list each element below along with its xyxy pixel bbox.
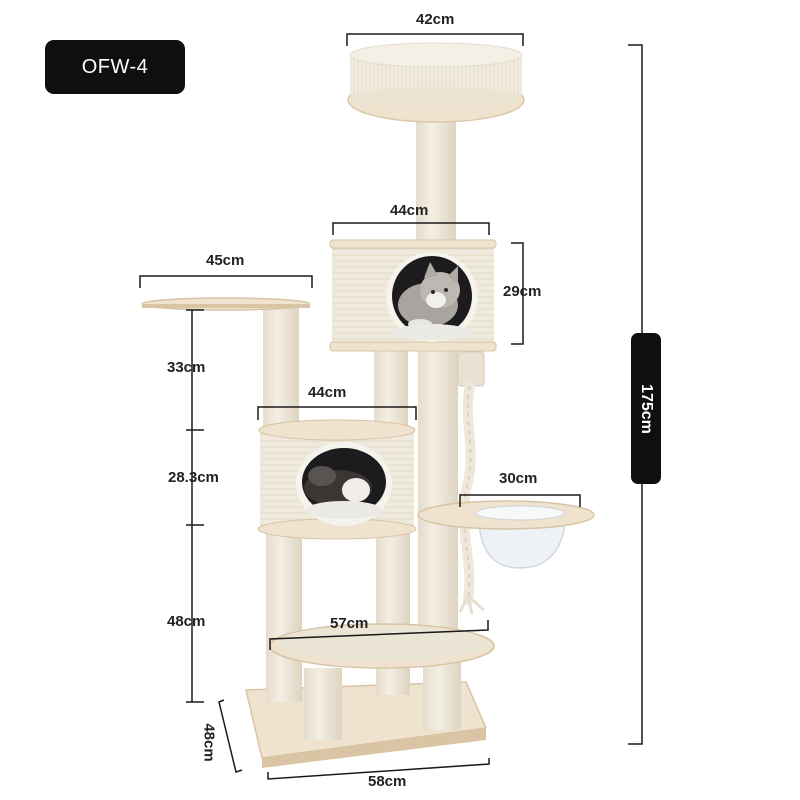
top-perch-width-label: 42cm xyxy=(416,11,455,28)
base-post-height-label: 48cm xyxy=(167,613,206,630)
top-post xyxy=(416,105,456,245)
upper-condo-height-label: 29cm xyxy=(503,283,542,300)
lower-condo xyxy=(257,419,417,540)
base-post-front xyxy=(304,668,342,740)
hanging-rope xyxy=(457,351,485,615)
base-post-right xyxy=(423,660,461,730)
upper-condo-width-label: 44cm xyxy=(390,202,429,219)
base-width-label: 58cm xyxy=(368,773,407,790)
top-perch xyxy=(347,42,525,123)
side-post-height-label: 33cm xyxy=(167,359,206,376)
main-post xyxy=(418,345,458,640)
cat-lower xyxy=(304,466,372,506)
total-height-badge: 175cm xyxy=(631,333,661,484)
bowl-width-label: 30cm xyxy=(499,470,538,487)
upper-condo xyxy=(329,239,497,352)
total-height-label: 175cm xyxy=(638,383,655,434)
base-post-left xyxy=(266,530,302,702)
base-post-middle xyxy=(376,530,410,695)
side-platform xyxy=(141,297,311,311)
model-label: OFW-4 xyxy=(81,55,149,78)
lower-section-height-label: 28.3cm xyxy=(168,469,219,486)
base-depth-label: 48cm xyxy=(200,723,218,762)
bowl-perch xyxy=(417,500,595,569)
side-platform-width-label: 45cm xyxy=(206,252,245,269)
mid-post xyxy=(374,345,408,430)
bottom-platform xyxy=(269,623,495,669)
side-platform-post xyxy=(263,305,299,430)
bottom-platform-width-label: 57cm xyxy=(330,615,369,632)
lower-condo-width-label: 44cm xyxy=(308,384,347,401)
model-badge: OFW-4 xyxy=(45,40,185,94)
